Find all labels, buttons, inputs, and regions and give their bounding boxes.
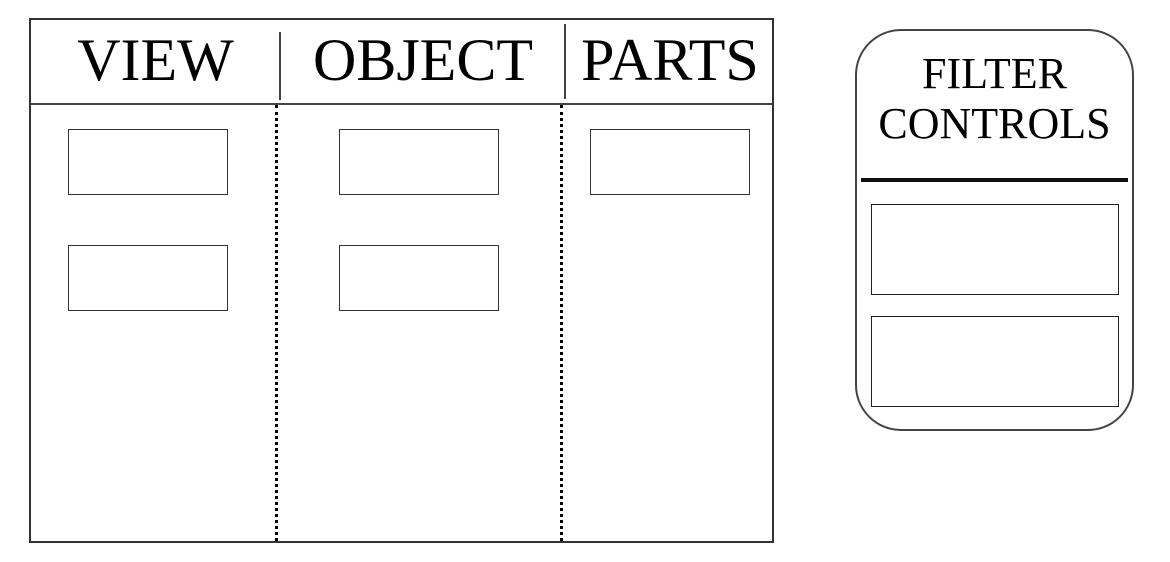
view-slot-1[interactable] [68,129,228,195]
object-slot-2[interactable] [339,245,499,311]
filter-title-divider [861,178,1128,182]
header-separator [564,24,566,99]
parts-slot-1[interactable] [590,129,750,195]
main-panel: VIEW OBJECT PARTS [29,18,774,543]
column-header-row: VIEW OBJECT PARTS [31,20,772,105]
object-column-header: OBJECT [312,27,534,93]
filter-controls-title: FILTER CONTROLS [878,49,1111,148]
column-divider [560,105,563,541]
filter-controls-panel: FILTER CONTROLS [855,29,1134,431]
view-slot-2[interactable] [68,245,228,311]
parts-column-header: PARTS [581,27,759,93]
column-divider [275,105,278,541]
header-separator [279,32,281,100]
filter-slot-1[interactable] [871,204,1119,295]
view-column-header: VIEW [77,27,234,93]
object-slot-1[interactable] [339,129,499,195]
filter-slot-2[interactable] [871,316,1119,407]
